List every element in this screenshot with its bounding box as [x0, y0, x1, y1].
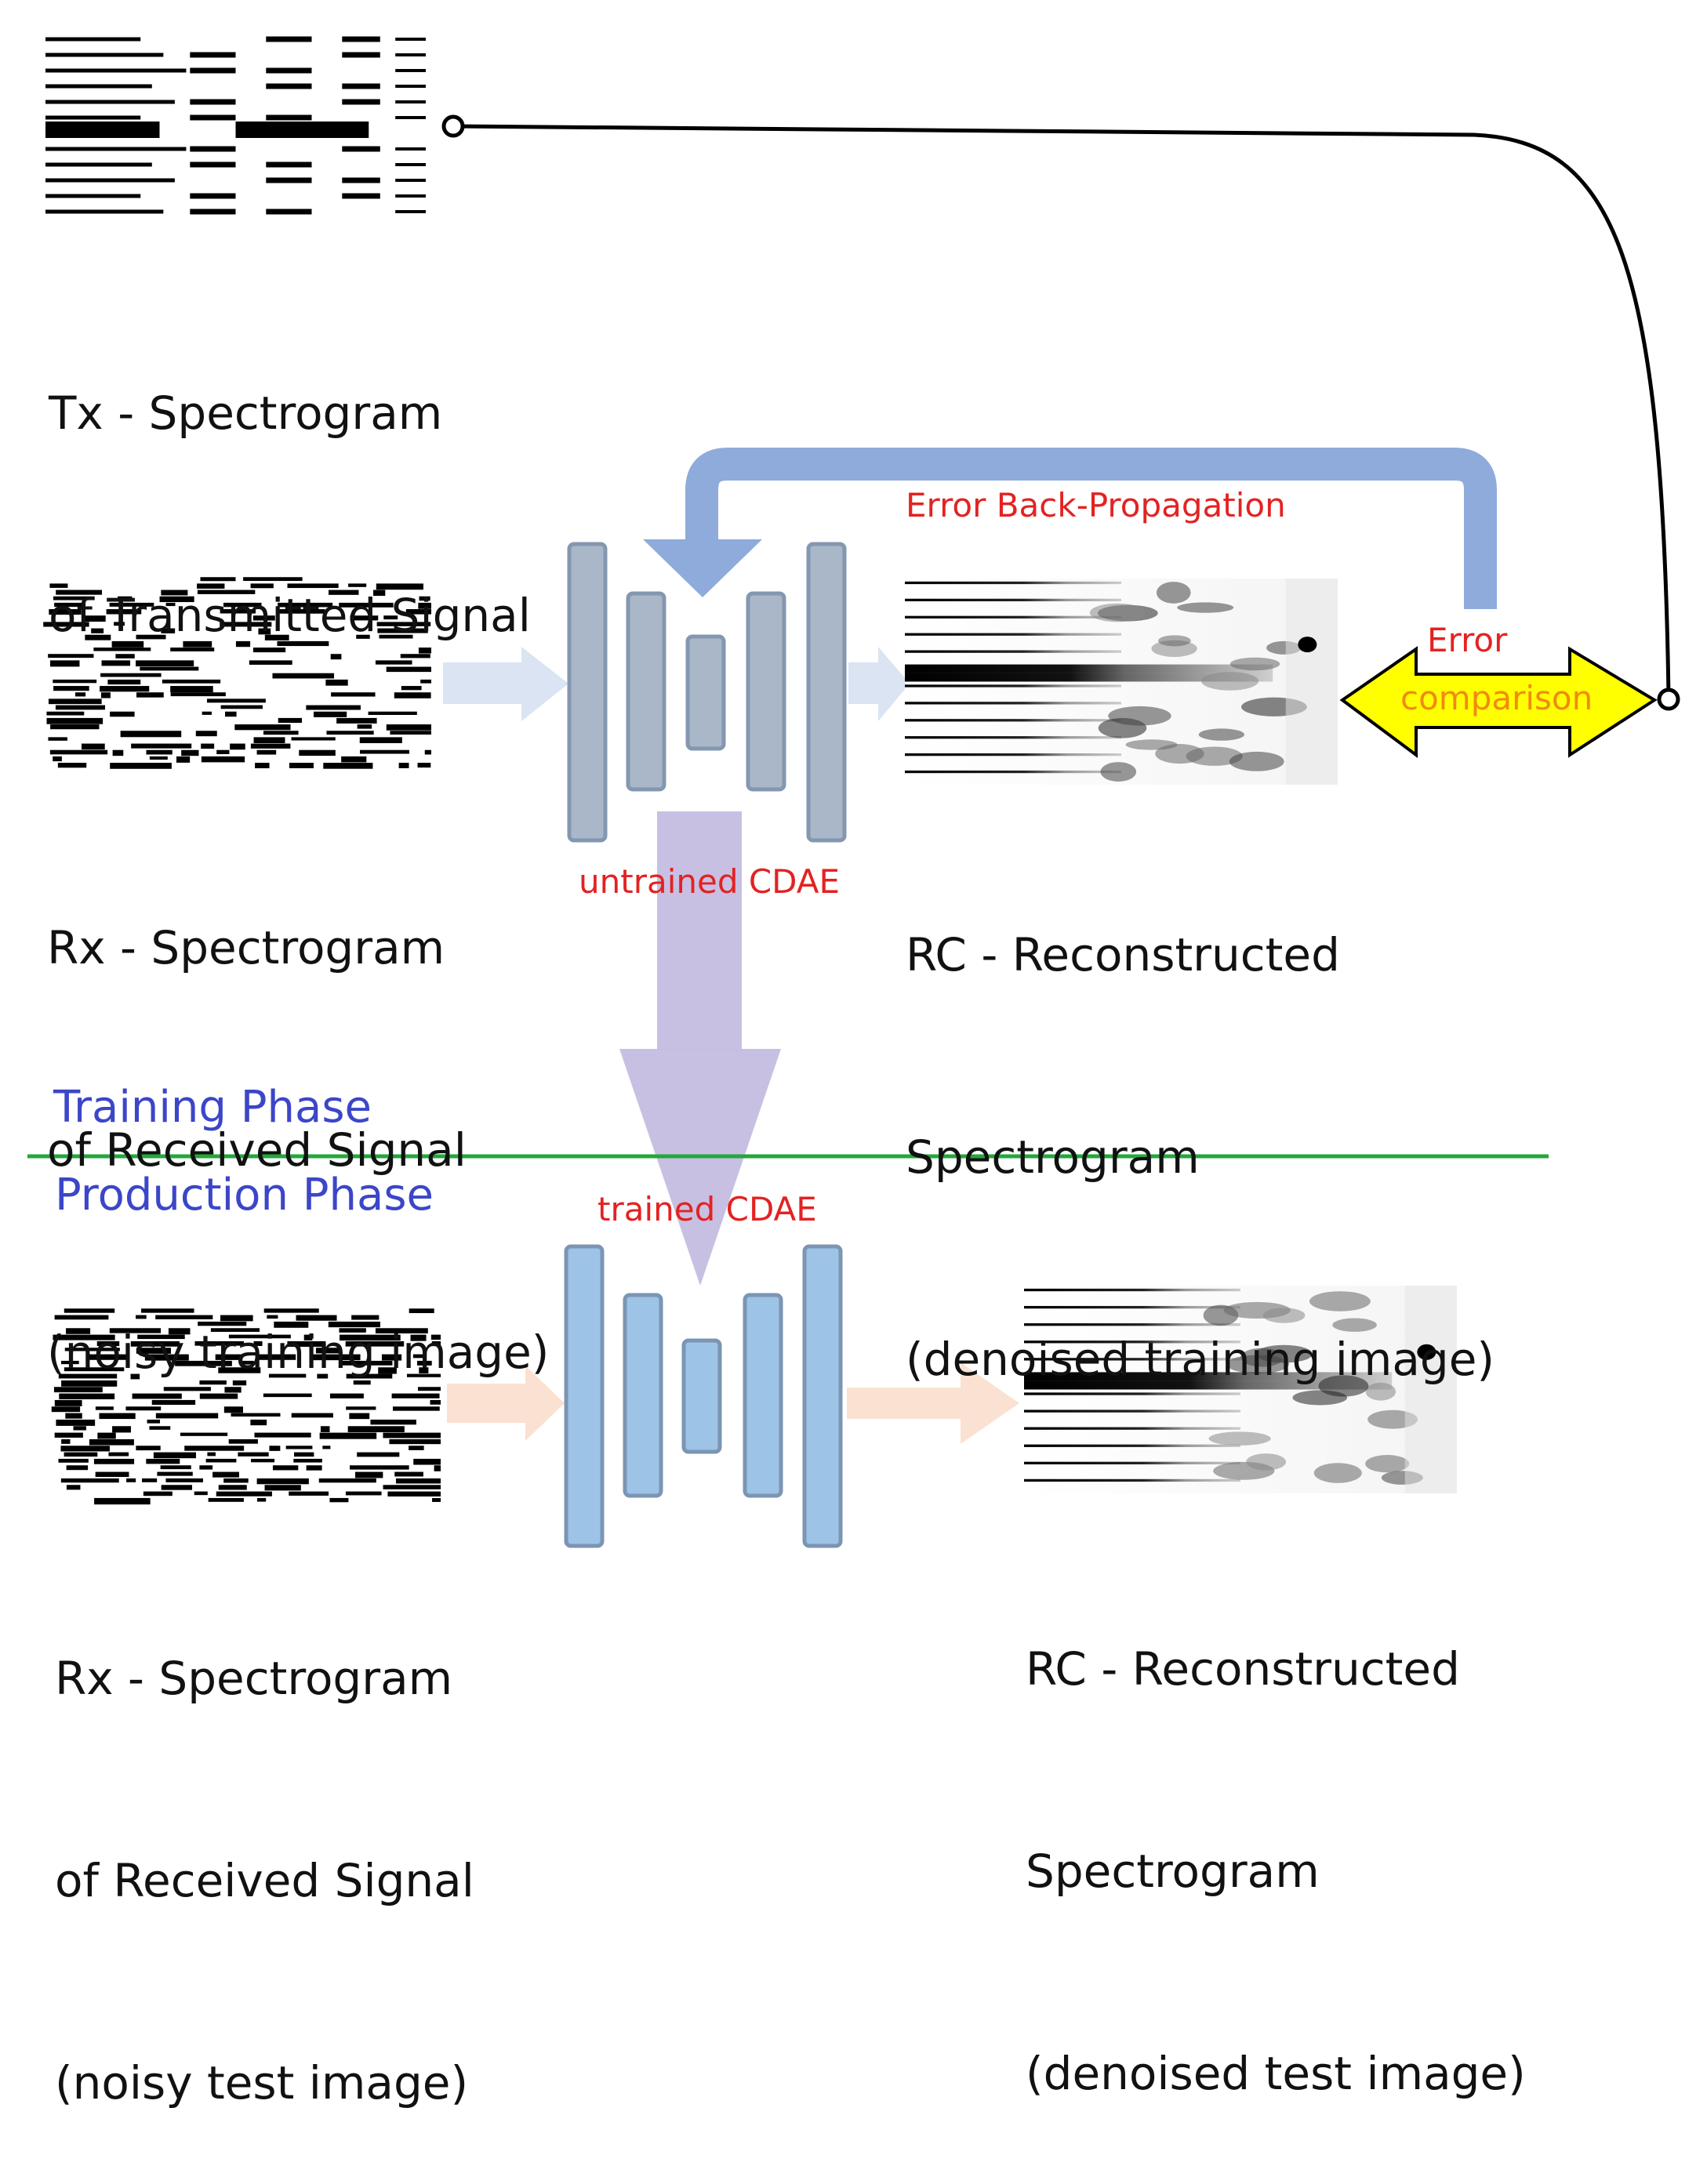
production-phase-label: Production Phase [55, 1170, 434, 1221]
comparison-double-arrow [1339, 646, 1658, 758]
backprop-arrowhead [643, 539, 762, 597]
rx-train-caption-line3: (noisy training image) [47, 1326, 550, 1379]
rc-train-spectrogram [905, 579, 1338, 785]
train-input-arrow [443, 647, 568, 721]
train-output-arrow [848, 647, 910, 721]
rc-train-caption-line2: Spectrogram [906, 1130, 1200, 1184]
rx-train-caption-line2: of Received Signal [47, 1123, 467, 1177]
tx-to-comparison-connector [452, 124, 1671, 698]
tx-caption: Tx - Spectrogram of Transmitted Signal [49, 245, 531, 717]
untrained-cdae-label: untrained CDAE [579, 862, 841, 901]
rx-test-caption-line2: of Received Signal [55, 1854, 474, 1907]
training-phase-label: Training Phase [53, 1082, 372, 1133]
transfer-arrowhead [619, 1049, 781, 1286]
tx-connector-endpoint [441, 114, 465, 138]
pipeline-diagram [27, 35, 1680, 1548]
rc-test-caption-line2: Spectrogram [1026, 1845, 1320, 1898]
rc-test-caption: RC - Reconstructed Spectrogram (denoised… [1026, 1500, 1526, 2175]
rx-test-caption-line1: Rx - Spectrogram [55, 1652, 453, 1705]
rx-test-caption-line3: (noisy test image) [55, 2056, 469, 2110]
transfer-arrow-shaft [657, 811, 742, 1050]
trained-cdae-label: trained CDAE [597, 1190, 817, 1228]
rx-train-caption-line1: Rx - Spectrogram [47, 921, 445, 974]
rc-test-caption-line1: RC - Reconstructed [1026, 1642, 1460, 1696]
error-label: Error [1427, 621, 1508, 659]
trained-cdae [564, 1244, 843, 1548]
test-output-arrow [847, 1362, 1019, 1444]
rc-test-caption-line3: (denoised test image) [1026, 2047, 1526, 2100]
tx-spectrogram [45, 35, 426, 223]
rx-test-caption: Rx - Spectrogram of Received Signal (noi… [55, 1510, 474, 2184]
tx-caption-line2: of Transmitted Signal [49, 589, 531, 642]
rx-train-caption: Rx - Spectrogram of Received Signal (noi… [47, 779, 549, 1453]
untrained-cdae [567, 542, 847, 843]
comparison-label: comparison [1400, 679, 1593, 717]
rc-test-spectrogram [1024, 1286, 1457, 1493]
rx-test-spectrogram [51, 1308, 441, 1505]
rc-train-caption-line3: (denoised training image) [906, 1333, 1495, 1386]
rc-train-caption: RC - Reconstructed Spectrogram (denoised… [906, 786, 1495, 1460]
backprop-arrow [685, 448, 1497, 609]
test-input-arrow [447, 1366, 565, 1441]
rc-train-caption-line1: RC - Reconstructed [906, 928, 1340, 981]
comparison-connector-endpoint [1657, 687, 1680, 711]
rx-train-spectrogram [43, 576, 431, 769]
backprop-label: Error Back-Propagation [906, 486, 1286, 524]
tx-caption-line1: Tx - Spectrogram [49, 386, 443, 440]
